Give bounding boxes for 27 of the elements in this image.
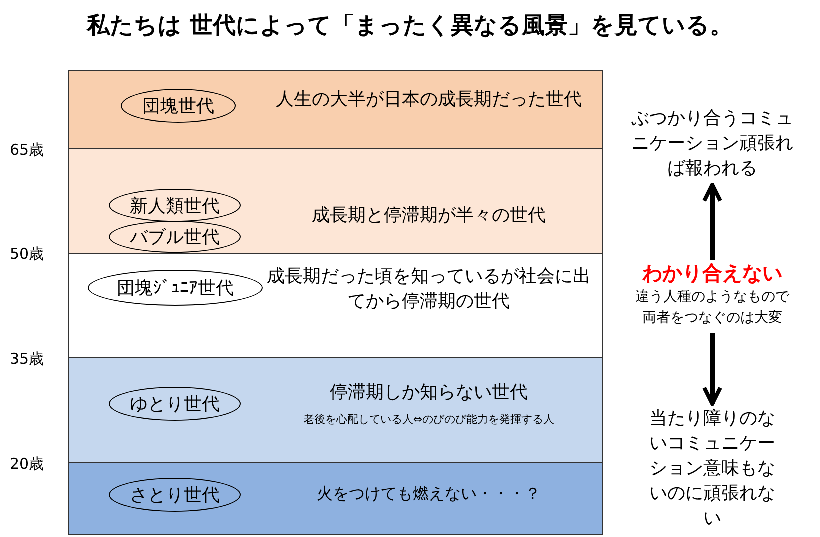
generation-ellipse: ゆとり世代 [109,387,241,421]
generation-band [68,462,603,535]
band-description: 停滞期しか知らない世代 [329,381,529,405]
generation-ellipse: さとり世代 [109,478,241,512]
arrow [702,183,722,260]
band-description: 人生の大半が日本の成長期だった世代 [275,88,583,112]
band-description: 成長期だった頃を知っているが社会に出てから停滞期の世代 [266,265,592,314]
arrow [702,333,722,406]
emphasis-text: わかり合えない [642,260,784,287]
band-note: 老後を心配している人⇔のびのび能力を発揮する人 [302,412,556,428]
band-description: 火をつけても燃えない・・・？ [316,483,542,505]
age-label: 50歳 [10,245,44,264]
side-text: ぶつかり合うコミュニケーション頑張れば報われる [630,107,794,181]
side-text: 違う人種のようなもので両者をつなぐのは大変 [634,288,791,328]
generation-band [68,148,603,254]
generation-ellipse: 団塊ｼﾞｭﾆｱ世代 [88,270,263,306]
age-label: 35歳 [10,350,44,369]
generation-ellipse: 団塊世代 [121,89,236,123]
generation-band [68,357,603,463]
side-text: 当たり障りのないコミュニケーション意味もないのに頑張れない [648,407,776,531]
age-label: 65歳 [10,141,44,160]
age-label: 20歳 [10,455,44,474]
generation-ellipse: 新人類世代 [109,189,241,222]
generation-band [68,70,603,149]
band-description: 成長期と停滞期が半々の世代 [311,204,547,228]
title: 私たちは 世代によって「まったく異なる風景」を見ている。 [86,12,734,41]
generation-band [68,253,603,358]
